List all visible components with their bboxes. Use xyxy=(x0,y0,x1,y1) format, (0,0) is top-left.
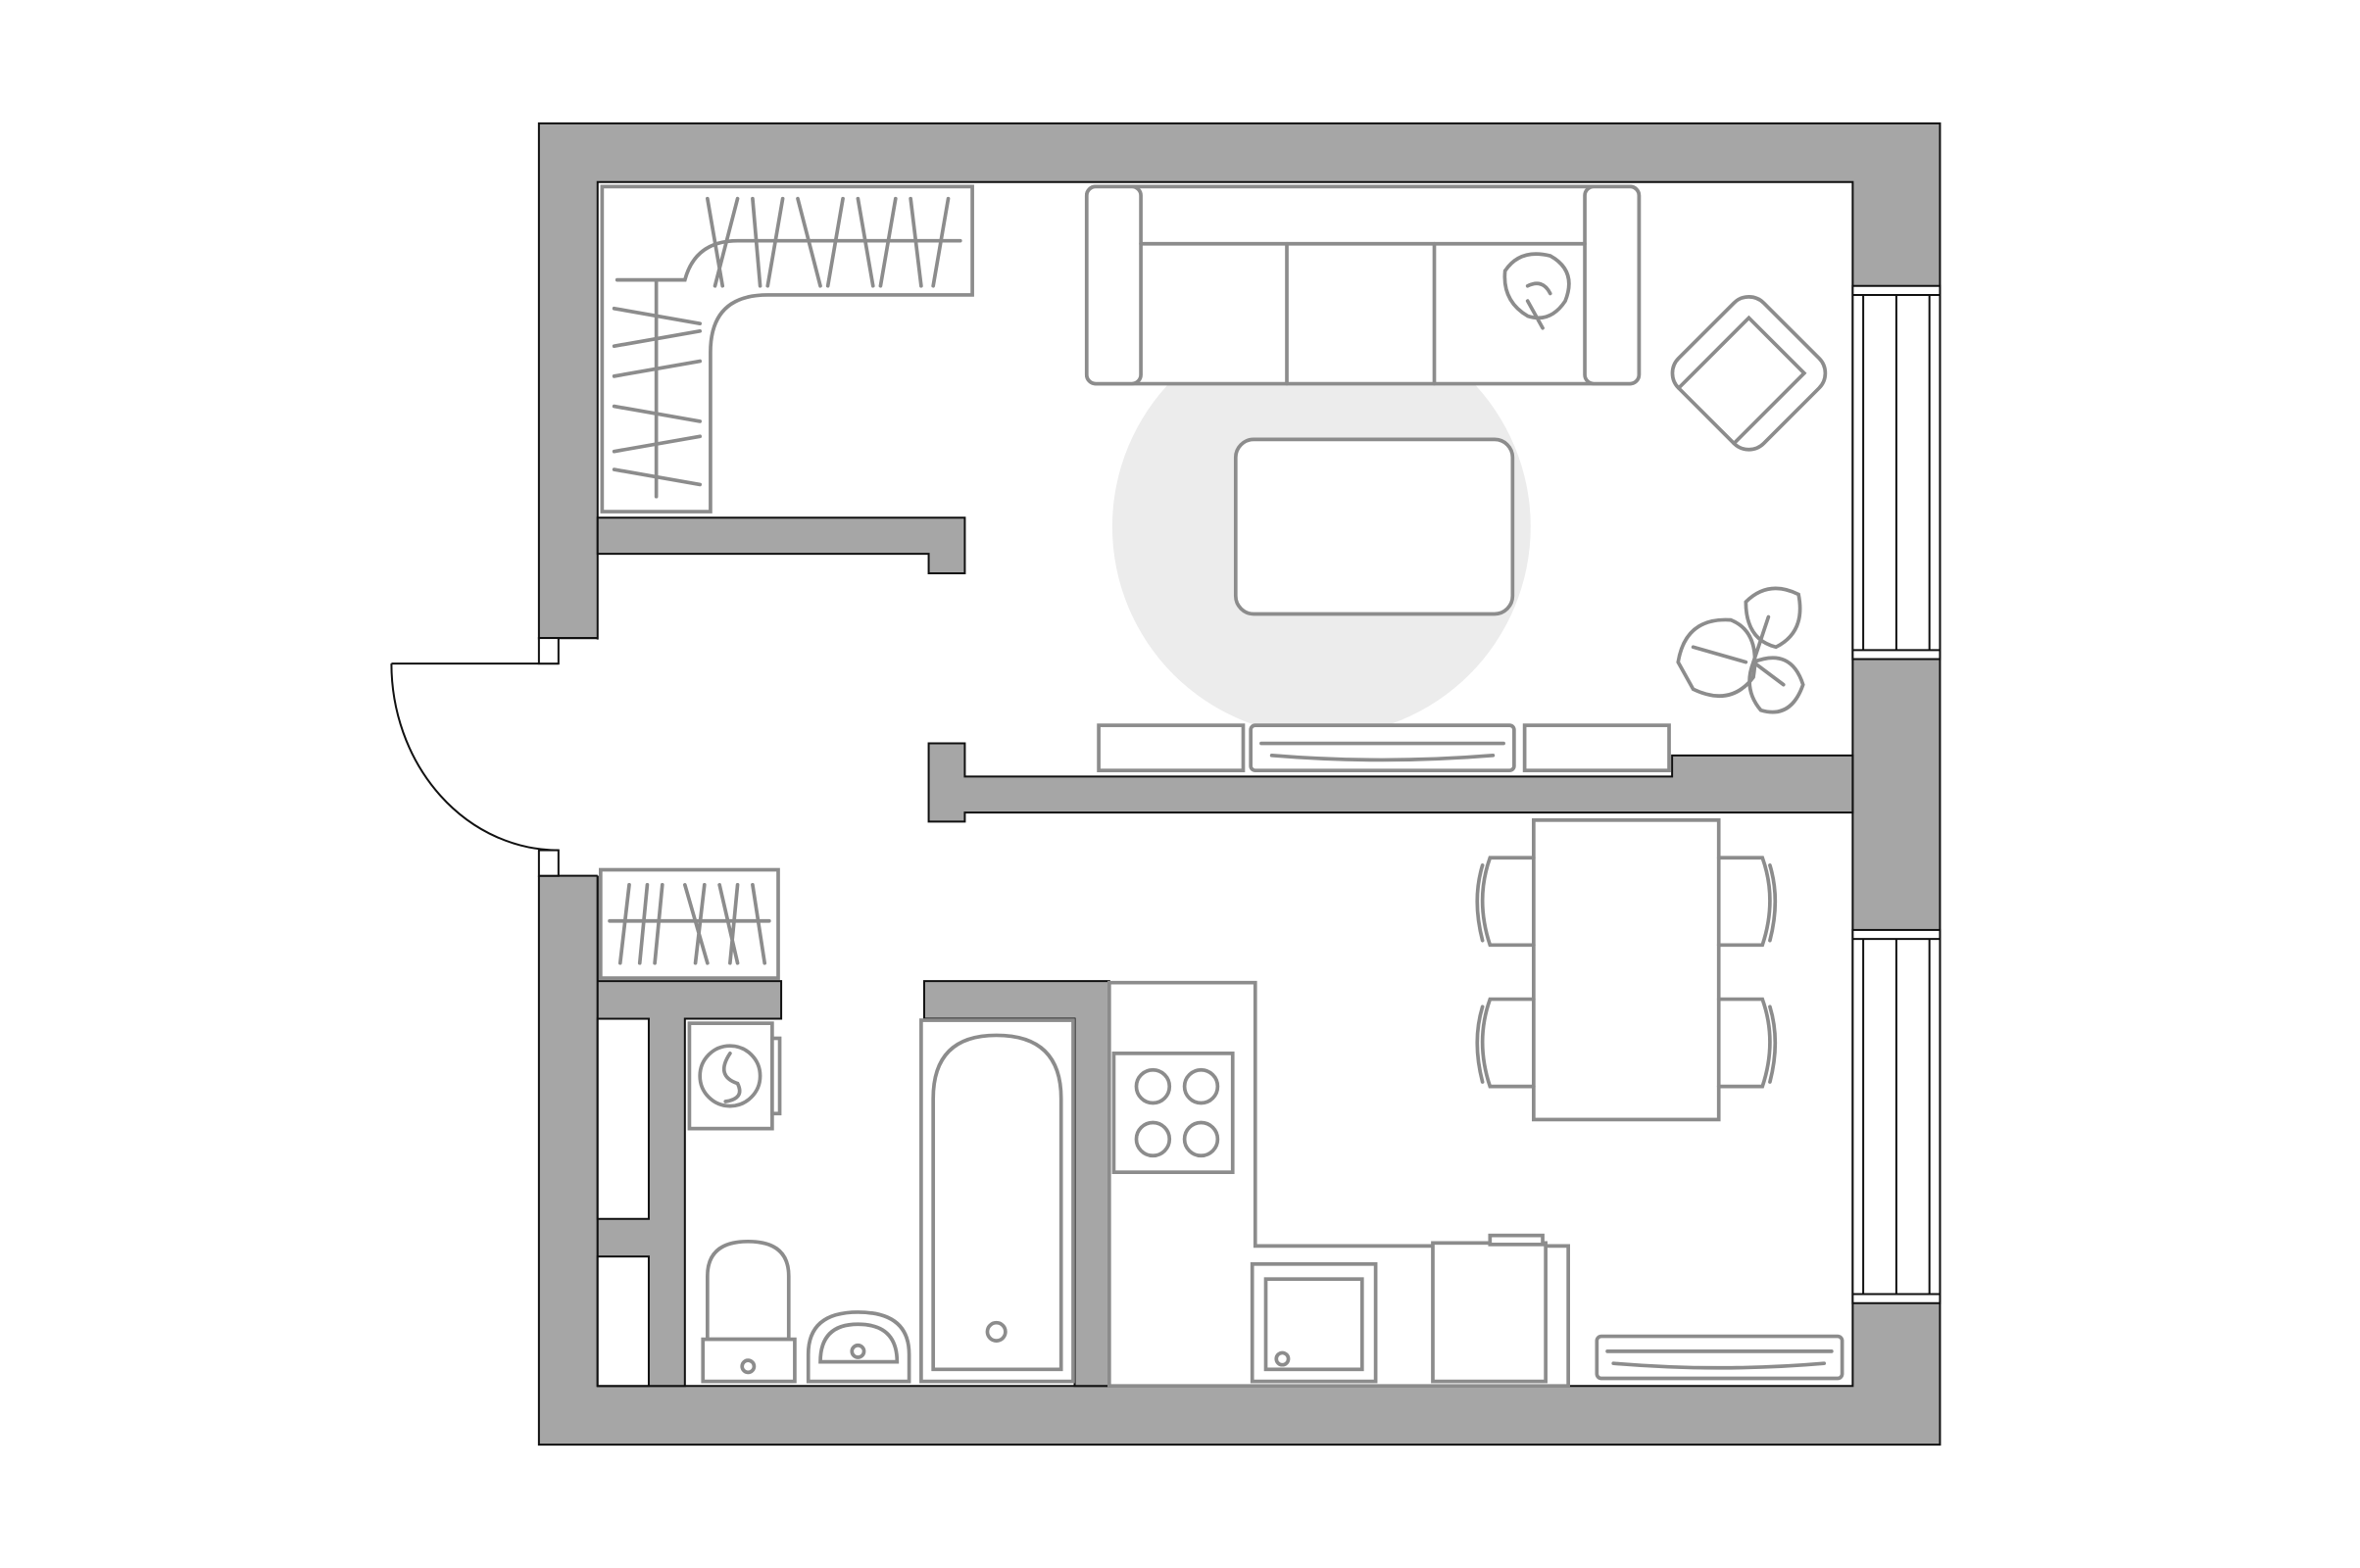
window-living xyxy=(1851,284,1942,661)
stove xyxy=(1111,1052,1235,1175)
hallway-wardrobe xyxy=(598,867,780,980)
kitchen-counter xyxy=(1106,980,1844,1389)
window-kitchen xyxy=(1851,928,1942,1304)
cat-icon xyxy=(1502,252,1571,330)
toilet xyxy=(701,1239,797,1384)
kitchen-sink xyxy=(1250,1261,1378,1384)
plant-icon xyxy=(1676,586,1805,714)
fridge xyxy=(1431,1241,1548,1384)
tv-stand xyxy=(1097,723,1671,773)
sofa xyxy=(1084,184,1642,386)
closet-niche xyxy=(596,1017,650,1220)
bathroom xyxy=(687,1018,1075,1384)
door-opening xyxy=(537,639,600,876)
coffee-table xyxy=(1233,437,1515,616)
armchair xyxy=(1670,295,1828,452)
bathroom-sink xyxy=(806,1310,911,1384)
dining-set xyxy=(1475,818,1778,1122)
corner-wardrobe xyxy=(600,184,974,514)
bathtub xyxy=(919,1018,1075,1384)
closet-niche xyxy=(596,1255,650,1388)
entrance-door[interactable] xyxy=(390,637,560,877)
